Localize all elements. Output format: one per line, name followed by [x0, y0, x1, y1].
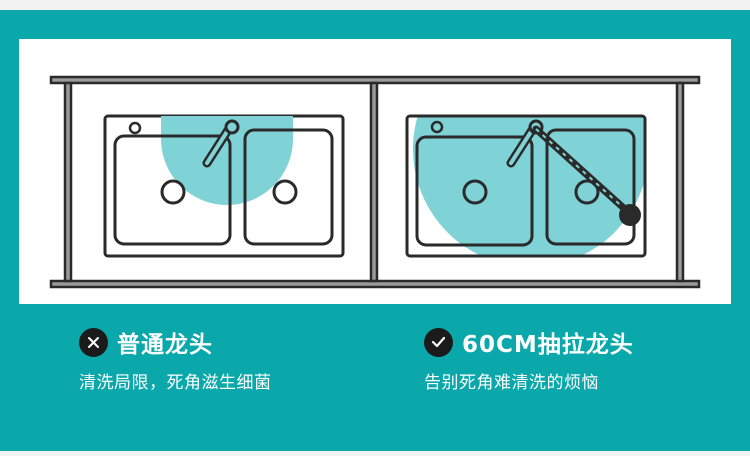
ordinary-faucet-caption: 普通龙头 清洗局限，死角滋生细菌 [79, 326, 272, 393]
cross-icon [79, 327, 108, 357]
sink-comparison-illustration [49, 75, 701, 289]
pullout-faucet-caption: 60CM抽拉龙头 告别死角难清洗的烦恼 [424, 326, 634, 393]
ordinary-faucet-title: 普通龙头 [117, 332, 213, 358]
spray-head [619, 204, 641, 226]
illustration-panel [19, 39, 731, 304]
pullout-faucet-sink [405, 114, 647, 258]
ordinary-faucet-sink [103, 114, 345, 258]
pullout-faucet-title: 60CM抽拉龙头 [462, 332, 634, 358]
cabinet-frame [49, 75, 701, 289]
check-icon [424, 327, 453, 357]
pullout-faucet-subtitle: 告别死角难清洗的烦恼 [424, 373, 599, 393]
ordinary-faucet-subtitle: 清洗局限，死角滋生细菌 [79, 373, 272, 393]
full-coverage-area [413, 116, 645, 256]
limited-coverage-area [161, 116, 293, 205]
banner-background: 普通龙头 清洗局限，死角滋生细菌 60CM抽拉龙头 告别死角难清洗的烦恼 [0, 10, 750, 451]
